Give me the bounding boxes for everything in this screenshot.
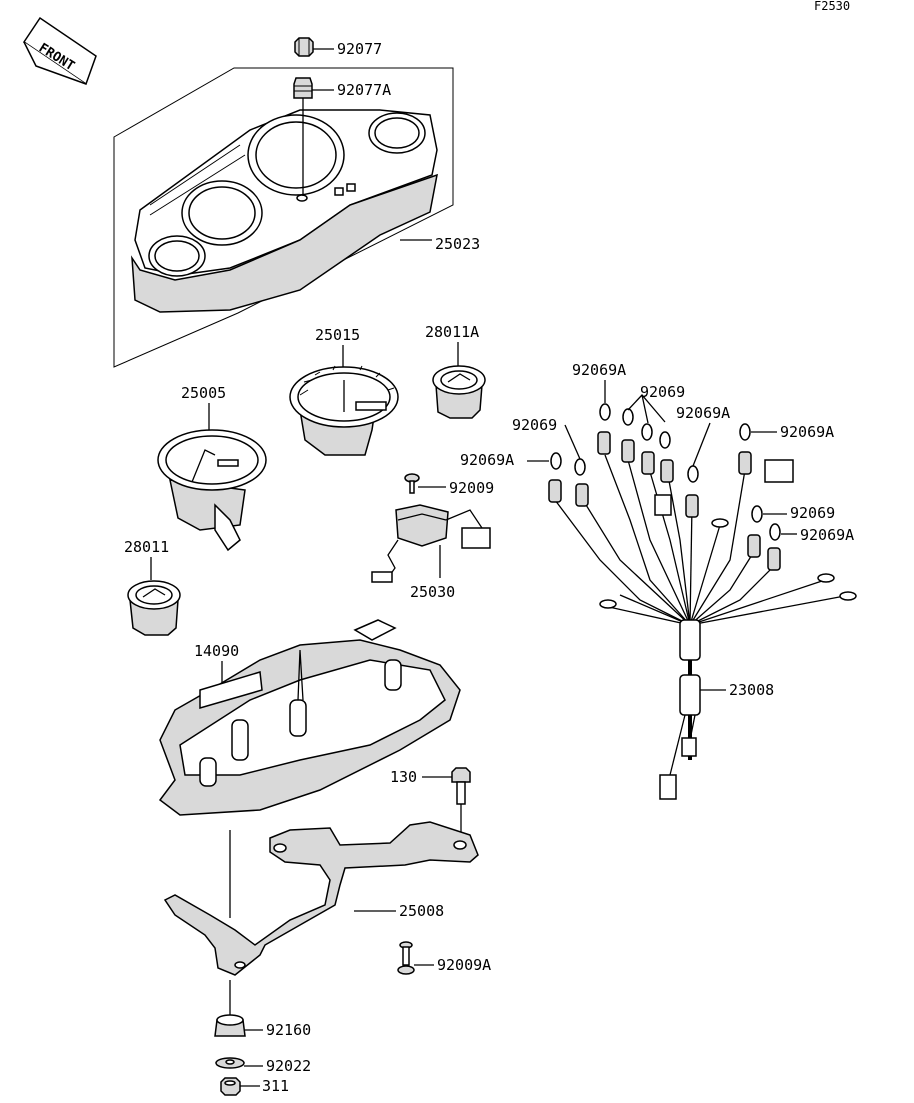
label-130: 130 <box>390 768 417 786</box>
label-28011: 28011 <box>124 538 169 556</box>
label-92069A-1: 92069A <box>572 361 626 379</box>
washer-92022-icon <box>215 1057 245 1069</box>
label-311: 311 <box>262 1077 289 1095</box>
tachometer-25015 <box>289 365 399 456</box>
screw-92009-icon <box>404 473 420 494</box>
label-92069A-5: 92069A <box>800 526 854 544</box>
label-92069A-4: 92069A <box>780 423 834 441</box>
bulbs <box>550 403 781 541</box>
label-14090: 14090 <box>194 642 239 660</box>
nut-92077-icon <box>294 37 314 57</box>
label-25023: 25023 <box>435 235 480 253</box>
label-23008: 23008 <box>729 681 774 699</box>
label-92069A-2: 92069A <box>676 404 730 422</box>
label-92069-2: 92069 <box>512 416 557 434</box>
label-25005: 25005 <box>181 384 226 402</box>
meter-case-14090 <box>158 619 461 816</box>
label-28011A: 28011A <box>425 323 479 341</box>
label-25030: 25030 <box>410 583 455 601</box>
label-92077: 92077 <box>337 40 382 58</box>
damper-92160-icon <box>214 1014 246 1037</box>
nut-311-icon <box>220 1077 241 1096</box>
label-92160: 92160 <box>266 1021 311 1039</box>
socket-28011A-icon <box>432 365 486 419</box>
label-92069-3: 92069 <box>790 504 835 522</box>
label-92069-1: 92069 <box>640 383 685 401</box>
wire-harness-23008 <box>554 454 857 800</box>
label-25015: 25015 <box>315 326 360 344</box>
label-92069A-3: 92069A <box>460 451 514 469</box>
label-92009: 92009 <box>449 479 494 497</box>
label-92077A: 92077A <box>337 81 391 99</box>
label-25008: 25008 <box>399 902 444 920</box>
figure-code: F2530 <box>814 0 850 13</box>
bracket-25008 <box>163 821 479 976</box>
meter-assembly <box>113 67 454 368</box>
label-92022: 92022 <box>266 1057 311 1075</box>
indicator-unit-25030 <box>371 504 491 583</box>
bolt-130-icon <box>451 767 471 805</box>
speedometer-25005 <box>157 429 267 552</box>
label-92009A: 92009A <box>437 956 491 974</box>
bulb-sockets <box>548 431 794 571</box>
front-arrow-icon: FRONT <box>22 16 97 86</box>
socket-28011-icon <box>127 580 181 636</box>
grommet-92077A-icon <box>293 77 313 99</box>
screw-92009A-icon <box>397 941 415 975</box>
